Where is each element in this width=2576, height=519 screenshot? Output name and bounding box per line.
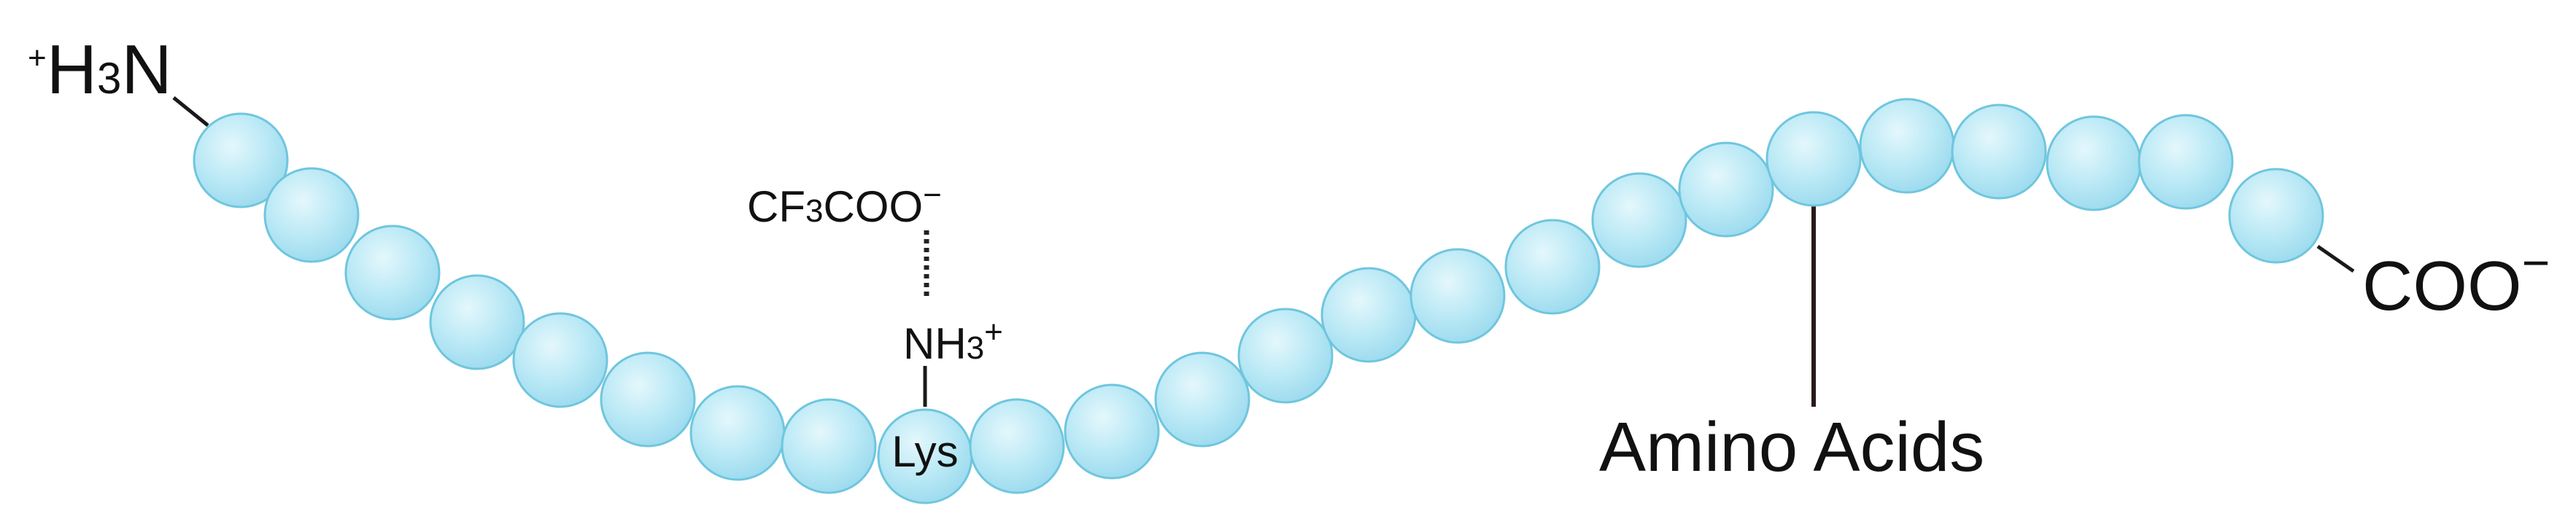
amino-acid-bead <box>1859 98 1955 194</box>
amino-acid-bead <box>429 274 525 370</box>
amino-acid-bead <box>263 167 360 263</box>
amino-acid-bead <box>2138 114 2234 210</box>
amino-acid-bead <box>193 112 289 208</box>
amino-acid-bead <box>969 398 1065 494</box>
peptide-chain <box>193 98 2324 504</box>
amino-acid-bead <box>2046 115 2142 211</box>
c-terminus-bond <box>2316 244 2355 273</box>
amino-acid-bead <box>1154 351 1250 448</box>
amino-acid-bead <box>1678 141 1774 238</box>
amino-acid-bead <box>1951 104 2047 200</box>
n-terminus-bond <box>172 96 209 127</box>
counterion-label: CF3COO− <box>747 177 942 231</box>
lys-residue-label: Lys <box>891 427 958 476</box>
amino-acid-bead <box>600 351 696 448</box>
amino-acid-bead <box>1320 267 1417 363</box>
n-terminus-label: +H3N <box>28 31 172 109</box>
amino-acid-bead <box>1237 308 1334 404</box>
amino-acids-label: Amino Acids <box>1599 408 1984 486</box>
c-terminus-label: COO− <box>2362 235 2550 325</box>
amino-acid-bead <box>1064 383 1160 480</box>
amino-acid-bead <box>512 312 608 408</box>
amino-acid-bead <box>689 385 786 481</box>
amino-acid-bead <box>1504 219 1601 315</box>
amino-acid-bead <box>1591 172 1687 268</box>
amino-acid-bead <box>1409 248 1506 344</box>
amino-acid-bead <box>2228 168 2324 264</box>
side-chain-label: NH3+ <box>903 314 1003 368</box>
amino-acid-bead <box>781 398 877 494</box>
amino-acid-bead <box>1765 111 1862 207</box>
amino-acid-bead <box>344 225 441 321</box>
